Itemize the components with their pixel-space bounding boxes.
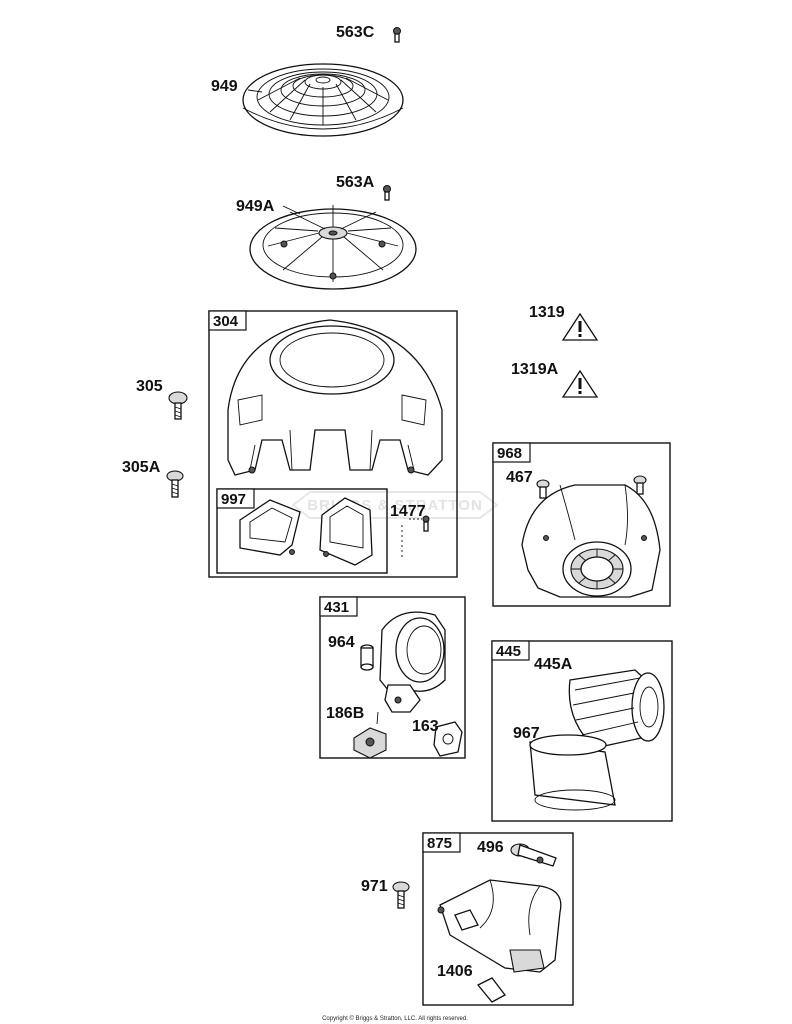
label-305a: 305A <box>122 459 161 476</box>
part-305a-bolt[interactable] <box>166 470 184 498</box>
copyright-text: Copyright © Briggs & Stratton, LLC. All … <box>322 1015 468 1022</box>
label-305: 305 <box>136 378 163 395</box>
label-163: 163 <box>412 718 439 735</box>
box-445: 445 <box>491 640 673 822</box>
part-305-bolt[interactable] <box>168 391 188 420</box>
part-968-air-cleaner-cover[interactable] <box>521 484 661 598</box>
part-1319a-warning-triangle-icon[interactable] <box>561 369 599 398</box>
part-997-baffle-left[interactable] <box>239 499 301 556</box>
label-496: 496 <box>477 839 504 856</box>
label-949: 949 <box>211 78 238 95</box>
part-1319-warning-triangle-icon[interactable] <box>561 312 599 341</box>
label-997: 997 <box>221 491 246 508</box>
part-445a-filter-cartridge[interactable] <box>568 669 665 749</box>
label-445a: 445A <box>534 656 573 673</box>
part-971-bolt[interactable] <box>392 881 410 909</box>
label-563c: 563C <box>336 24 375 41</box>
label-467: 467 <box>506 469 533 486</box>
label-304: 304 <box>213 313 239 330</box>
box-304: 304 <box>208 310 458 578</box>
part-949a-disc[interactable] <box>249 205 417 290</box>
part-1406-tube[interactable] <box>476 977 506 1003</box>
box-431: 431 <box>319 596 466 759</box>
part-964-sleeve[interactable] <box>360 644 374 671</box>
label-1319: 1319 <box>529 304 565 321</box>
label-186b: 186B <box>326 705 364 722</box>
label-1477: 1477 <box>390 503 426 520</box>
label-971: 971 <box>361 878 388 895</box>
box-968: 968 <box>492 442 671 607</box>
label-445: 445 <box>496 643 521 660</box>
label-875: 875 <box>427 835 452 852</box>
part-875-air-guide[interactable] <box>437 879 562 973</box>
part-431-air-cleaner-base[interactable] <box>379 611 446 713</box>
part-304-blower-housing[interactable] <box>227 319 443 476</box>
part-949-grille[interactable] <box>242 63 404 137</box>
part-997-baffle-right[interactable] <box>319 497 373 566</box>
box-997: 997 <box>216 488 388 574</box>
part-563c-screw[interactable] <box>393 27 401 43</box>
part-1477-screw[interactable] <box>422 515 430 532</box>
part-563a-screw[interactable] <box>383 185 391 201</box>
part-186b-elbow[interactable] <box>353 711 387 759</box>
label-968: 968 <box>497 445 522 462</box>
label-431: 431 <box>324 599 349 616</box>
label-967: 967 <box>513 725 540 742</box>
part-163-gasket[interactable] <box>433 721 463 757</box>
part-496-clip[interactable] <box>510 843 557 867</box>
part-967-pre-cleaner[interactable] <box>529 734 616 811</box>
label-563a: 563A <box>336 174 375 191</box>
box-875: 875 <box>422 832 574 1006</box>
part-467-knob-left[interactable] <box>536 479 550 499</box>
label-949a: 949A <box>236 198 275 215</box>
label-1406: 1406 <box>437 963 473 980</box>
label-964: 964 <box>328 634 355 651</box>
part-467-knob-right[interactable] <box>633 475 647 495</box>
label-1319a: 1319A <box>511 361 559 378</box>
